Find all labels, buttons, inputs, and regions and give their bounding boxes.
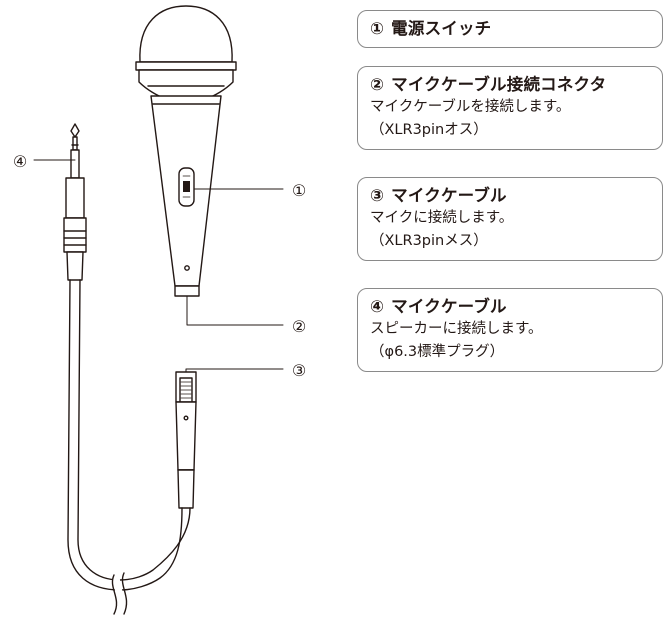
callout-spec: （XLR3pinオス） bbox=[370, 122, 488, 138]
callout-heading: 電源スイッチ bbox=[391, 19, 492, 38]
label-switch: ① bbox=[292, 181, 306, 200]
callout-title: ④ マイクケーブル bbox=[370, 296, 650, 318]
microphone-hole bbox=[184, 265, 190, 271]
microphone-grille bbox=[139, 5, 233, 63]
callout-number: ② bbox=[370, 75, 385, 94]
callout-number: ④ bbox=[370, 297, 385, 316]
leader-lines bbox=[33, 159, 284, 373]
label-cable-plug-end: ④ bbox=[13, 152, 27, 171]
callout-title: ② マイクケーブル接続コネクタ bbox=[370, 74, 650, 96]
callout-number: ① bbox=[370, 19, 385, 38]
callout-heading: マイクケーブル接続コネクタ bbox=[391, 75, 607, 94]
callout-spec: （φ6.3標準プラグ） bbox=[370, 344, 505, 360]
callout-cable-plug-end: ④ マイクケーブル スピーカーに接続します。 （φ6.3標準プラグ） bbox=[357, 288, 663, 372]
callout-description: スピーカーに接続します。 bbox=[370, 321, 543, 337]
callout-number: ③ bbox=[370, 186, 385, 205]
callout-spec: （XLR3pinメス） bbox=[370, 233, 488, 249]
microphone-neck bbox=[138, 69, 234, 99]
callout-mic-connector: ② マイクケーブル接続コネクタ マイクケーブルを接続します。 （XLR3pinオス… bbox=[357, 66, 663, 150]
callout-title: ③ マイクケーブル bbox=[370, 185, 650, 207]
callout-power-switch: ① 電源スイッチ bbox=[357, 10, 663, 48]
cable bbox=[67, 279, 191, 618]
phone-plug bbox=[63, 123, 87, 281]
label-mic-connector: ② bbox=[292, 317, 306, 336]
callout-cable-mic-end: ③ マイクケーブル マイクに接続します。 （XLR3pinメス） bbox=[357, 177, 663, 261]
microphone-ring bbox=[135, 61, 237, 71]
label-cable-mic-end: ③ bbox=[292, 361, 306, 380]
microphone-collar bbox=[174, 285, 200, 297]
callout-description: マイクケーブルを接続します。 bbox=[370, 99, 571, 115]
callout-title: ① 電源スイッチ bbox=[370, 18, 650, 40]
callout-description: マイクに接続します。 bbox=[370, 210, 514, 226]
microphone bbox=[135, 5, 237, 297]
callout-heading: マイクケーブル bbox=[391, 186, 507, 205]
xlr-connector bbox=[175, 371, 197, 509]
power-switch bbox=[178, 167, 195, 207]
callout-heading: マイクケーブル bbox=[391, 297, 507, 316]
